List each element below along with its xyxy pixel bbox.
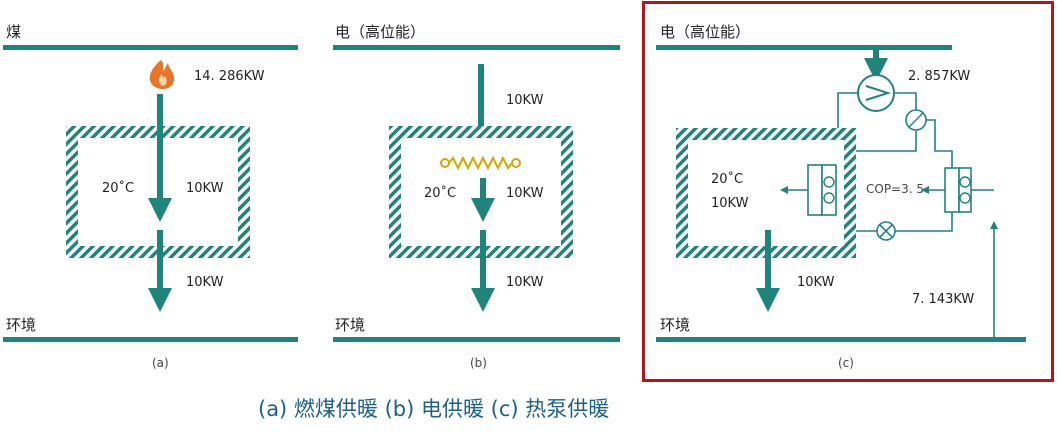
flame-icon: [149, 60, 175, 89]
figure-caption: (a) 燃煤供暖 (b) 电供暖 (c) 热泵供暖: [258, 397, 609, 421]
panel-c-room-load: 10KW: [711, 196, 749, 211]
panel-b: 电（高位能） 10KW 20˚C 10KW 10KW 环境 (b): [333, 23, 620, 370]
outdoor-coil-icon: [944, 167, 972, 213]
panel-c-room-temp: 20˚C: [711, 171, 743, 187]
four-way-valve-icon: [905, 109, 927, 131]
panel-b-ambient-line: [333, 337, 620, 342]
panel-a-ambient-line: [3, 337, 298, 342]
panel-b-input-value: 10KW: [506, 93, 544, 108]
panel-a: 煤 14. 286KW 20˚C 10KW 10KW 环境 (a): [3, 23, 298, 370]
panel-a-output-value: 10KW: [186, 275, 224, 290]
highlight-frame: [642, 1, 1054, 382]
indoor-coil-icon: [807, 164, 837, 216]
panel-a-room-temp: 20˚C: [102, 180, 134, 196]
panel-c: 电（高位能） 2. 857KW: [656, 23, 1026, 370]
panel-a-sublabel: (a): [152, 356, 169, 370]
panel-c-compressor-value: 2. 857KW: [908, 69, 970, 84]
panel-b-room-temp: 20˚C: [424, 185, 456, 201]
panel-a-top-label: 煤: [6, 23, 21, 41]
panel-c-output-value: 10KW: [797, 275, 835, 290]
cop-label: COP=3. 5: [866, 182, 924, 196]
panel-a-bottom-label: 环境: [6, 316, 36, 334]
panel-c-sublabel: (c): [838, 356, 854, 370]
expansion-valve-icon: [876, 221, 896, 241]
resistor-heater-icon: [440, 155, 521, 171]
panel-b-top-label: 电（高位能）: [335, 23, 425, 41]
compressor-icon: [857, 74, 895, 112]
panel-a-energy-line: [3, 45, 298, 50]
panel-b-output-value: 10KW: [506, 275, 544, 290]
panel-c-energy-line: [656, 45, 952, 50]
panel-c-bottom-label: 环境: [660, 316, 690, 334]
panel-b-sublabel: (b): [470, 356, 487, 370]
panel-c-top-label: 电（高位能）: [660, 23, 750, 41]
panel-b-bottom-label: 环境: [335, 316, 365, 334]
panel-b-room-load: 10KW: [506, 186, 544, 201]
panel-b-energy-line: [333, 45, 620, 50]
panel-a-room-load: 10KW: [186, 181, 224, 196]
panel-a-input-value: 14. 286KW: [194, 69, 265, 84]
panel-c-ambient-value: 7. 143KW: [912, 292, 974, 307]
panel-c-ambient-line: [656, 337, 1026, 342]
